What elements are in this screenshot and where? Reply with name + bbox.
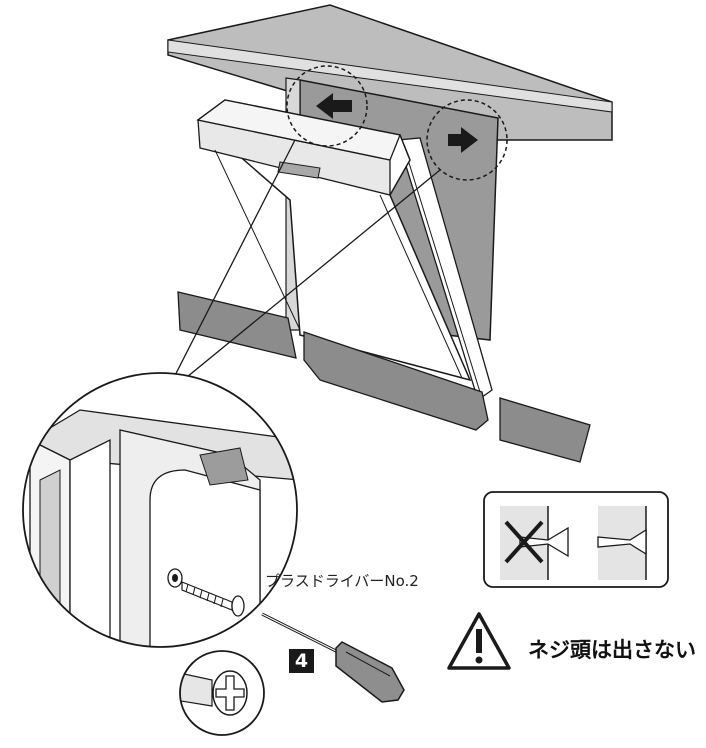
frame-right — [397, 137, 493, 402]
counter-top — [167, 4, 613, 141]
detail-circle-right — [426, 99, 508, 181]
arrow-right-icon — [448, 127, 478, 153]
screw-flush-icon — [597, 506, 647, 580]
arrow-left-icon — [316, 93, 352, 119]
warning-triangle-icon — [447, 612, 511, 670]
detail-circle-left — [286, 65, 368, 147]
screwdriver-label: プラスドライバーNo.2 — [265, 572, 419, 590]
door-panel — [196, 99, 472, 382]
screwdriver-icon — [261, 612, 405, 703]
warning-text: ネジ頭は出さない — [528, 638, 696, 662]
phillips-screw-head-icon — [179, 650, 265, 736]
leader-lines — [164, 139, 441, 396]
magnified-detail-circle — [22, 372, 298, 648]
screw-protruding-icon — [500, 506, 569, 580]
screw-comparison-box — [483, 491, 669, 588]
toe-kick-panels — [177, 291, 591, 463]
step-number-badge: 4 — [289, 649, 314, 673]
screw-icon — [181, 581, 245, 617]
